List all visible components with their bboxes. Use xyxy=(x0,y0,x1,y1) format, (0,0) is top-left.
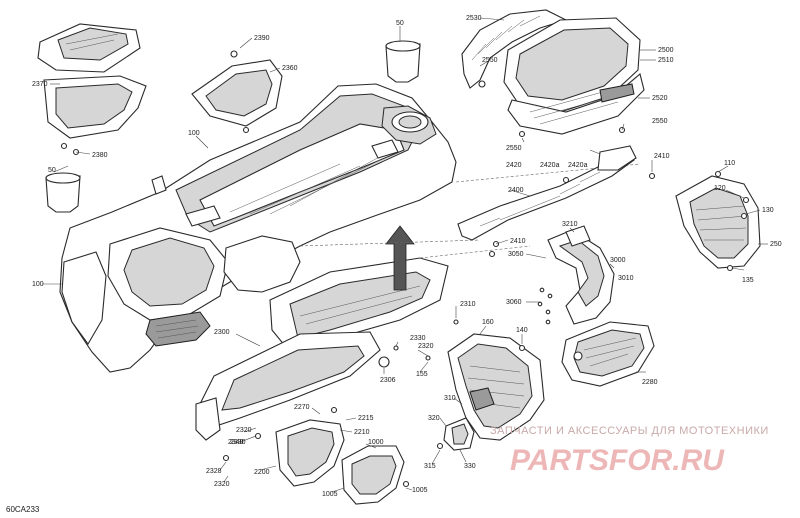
label-2510: 2510 xyxy=(658,57,674,64)
knob-assembly-310 xyxy=(436,417,475,451)
label-2420a-2: 2420a xyxy=(568,162,588,169)
watermark-tagline: ЗАПЧАСТИ И АКСЕССУАРЫ ДЛЯ МОТОТЕХНИКИ xyxy=(490,425,769,437)
label-2200: 2200 xyxy=(254,469,270,476)
label-140: 140 xyxy=(516,327,528,334)
label-2330: 2330 xyxy=(410,335,426,342)
cross-beam-2400 xyxy=(457,145,656,258)
side-panel-250 xyxy=(675,170,761,272)
label-130: 130 xyxy=(762,207,774,214)
assembly-guide-line-3 xyxy=(419,245,531,259)
panel-2360 xyxy=(191,50,283,134)
label-120: 120 xyxy=(714,185,726,192)
label-330: 330 xyxy=(464,463,476,470)
dashboard-main-body xyxy=(59,83,457,373)
label-3000: 3000 xyxy=(610,257,626,264)
label-320: 320 xyxy=(428,415,440,422)
label-100-top: 100 xyxy=(188,130,200,137)
up-arrow-icon xyxy=(385,225,415,291)
label-2310: 2310 xyxy=(460,301,476,308)
label-2550b: 2550 xyxy=(506,145,522,152)
label-2270: 2270 xyxy=(294,404,310,411)
label-2550c: 2550 xyxy=(652,118,668,125)
label-160: 160 xyxy=(482,319,494,326)
leader-lines xyxy=(42,17,768,493)
label-1005-right: 1005 xyxy=(412,487,428,494)
label-2340: 2340 xyxy=(228,439,244,446)
label-2420: 2420 xyxy=(506,162,522,169)
lower-bin-2200 xyxy=(222,406,345,487)
label-2530: 2530 xyxy=(466,15,482,22)
label-3010: 3010 xyxy=(618,275,634,282)
label-50-left: 50 xyxy=(48,167,56,174)
label-2328: 2328 xyxy=(206,468,222,475)
label-2210: 2210 xyxy=(354,429,370,436)
label-2370: 2370 xyxy=(32,81,48,88)
label-135: 135 xyxy=(742,277,754,284)
diagram-code: 60CA233 xyxy=(6,505,40,514)
cup-insert-top xyxy=(385,40,421,83)
label-250: 250 xyxy=(770,241,782,248)
label-2215: 2215 xyxy=(358,415,374,422)
label-2380: 2380 xyxy=(92,152,108,159)
assembly-guide-line-2 xyxy=(299,239,481,247)
label-315: 315 xyxy=(424,463,436,470)
label-2320-left: 2320 xyxy=(236,427,252,434)
label-110: 110 xyxy=(724,160,735,167)
label-3050: 3050 xyxy=(508,251,524,258)
gauge-housing-2500 xyxy=(461,9,645,138)
gauge-cluster-2280 xyxy=(561,321,655,387)
label-2400: 2400 xyxy=(508,187,524,194)
label-310: 310 xyxy=(444,395,456,402)
label-1005-left: 1005 xyxy=(322,491,338,498)
label-2410a: 2410 xyxy=(654,153,670,160)
label-3210: 3210 xyxy=(562,221,578,228)
label-2320-mid: 2320 xyxy=(418,343,434,350)
center-console-160 xyxy=(447,333,545,441)
cover-2370 xyxy=(37,23,147,156)
bracket-3000 xyxy=(537,225,615,325)
bin-1000 xyxy=(341,445,410,505)
label-2420a-1: 2420a xyxy=(540,162,560,169)
watermark-logo: PARTSFOR.RU xyxy=(510,444,725,477)
label-2520: 2520 xyxy=(652,95,668,102)
label-50-top: 50 xyxy=(396,20,404,27)
label-2320-bottom: 2320 xyxy=(214,481,230,488)
label-2360: 2360 xyxy=(282,65,298,72)
label-2550a: 2550 xyxy=(482,57,498,64)
label-2410b: 2410 xyxy=(510,238,526,245)
label-2306: 2306 xyxy=(380,377,396,384)
part-labels: 2530 2550 2500 2510 2520 2550 2550 2420 … xyxy=(32,15,782,498)
cup-insert-left xyxy=(45,172,81,213)
label-2280: 2280 xyxy=(642,379,658,386)
glovebox-tray xyxy=(195,257,449,441)
label-2300: 2300 xyxy=(214,329,230,336)
watermark: ЗАПЧАСТИ И АКСЕССУАРЫ ДЛЯ МОТОТЕХНИКИ PA… xyxy=(490,425,769,477)
label-3060: 3060 xyxy=(506,299,522,306)
label-2390: 2390 xyxy=(254,35,270,42)
label-1000: 1000 xyxy=(368,439,384,446)
label-2500: 2500 xyxy=(658,47,674,54)
label-155: 155 xyxy=(416,371,428,378)
label-100-left: 100 xyxy=(32,281,44,288)
label-2330-left: 2330 xyxy=(230,439,246,446)
assembly-guide-line-1 xyxy=(455,163,641,183)
